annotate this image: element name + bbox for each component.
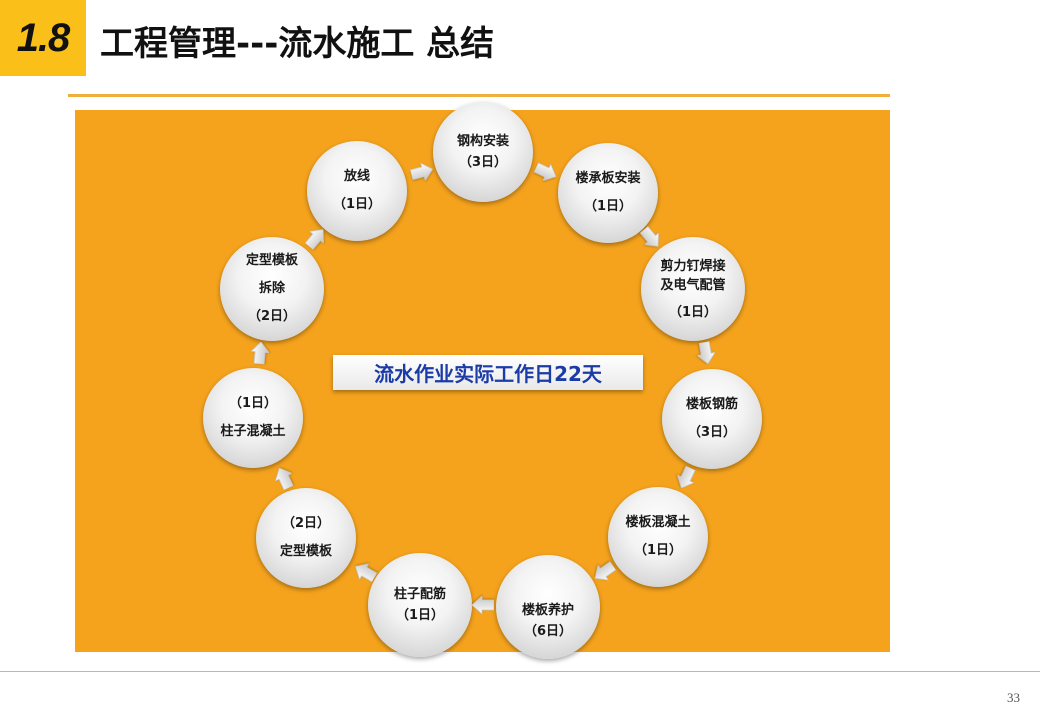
- step-column-concrete: （1日） 柱子混凝土: [203, 368, 303, 468]
- step-slab-concrete: 楼板混凝土 （1日）: [608, 487, 708, 587]
- arrow-right-icon: [590, 558, 618, 585]
- step-duration: （2日）: [281, 516, 331, 531]
- step-floor-deck-install: 楼承板安装 （1日）: [558, 143, 658, 243]
- step-duration: （1日）: [395, 608, 445, 623]
- arrow-right-icon: [695, 340, 717, 366]
- step-name: 钢构安装: [456, 134, 509, 149]
- arrow-right-icon: [351, 559, 379, 586]
- step-name: 定型模板: [245, 253, 298, 268]
- arrow-right-icon: [673, 464, 699, 492]
- step-name: 楼板混凝土: [625, 515, 691, 530]
- step-duration: （2日）: [247, 309, 297, 324]
- step-name: 放线: [343, 169, 370, 184]
- step-name: 定型模板: [279, 544, 332, 559]
- step-duration: （3日）: [687, 425, 737, 440]
- step-duration: （1日）: [228, 396, 278, 411]
- step-name: 及电气配管: [660, 277, 726, 293]
- step-shear-stud-welding: 剪力钉焊接 及电气配管 （1日）: [641, 237, 745, 341]
- slide-title: 工程管理---流水施工 总结: [100, 24, 495, 64]
- step-column-rebar: 柱子配筋 （1日）: [368, 553, 472, 657]
- step-name: 楼板养护: [521, 603, 574, 618]
- step-slab-curing: 楼板养护 （6日）: [496, 555, 600, 659]
- step-duration: （6日）: [523, 624, 573, 639]
- step-name: 剪力钉焊接: [660, 258, 726, 274]
- page-number: 33: [1007, 690, 1020, 705]
- step-layout-marking: 放线 （1日）: [307, 141, 407, 241]
- arrow-right-icon: [637, 224, 665, 252]
- footer-divider: [0, 671, 1040, 672]
- step-name: 楼承板安装: [575, 171, 641, 186]
- step-name: 楼板钢筋: [685, 397, 738, 412]
- step-formwork-removal: 定型模板 拆除 （2日）: [220, 237, 324, 341]
- step-name: 柱子混凝土: [220, 424, 286, 439]
- section-number: 1.8: [16, 15, 71, 60]
- step-duration: （1日）: [332, 197, 382, 212]
- step-name: 柱子配筋: [393, 587, 446, 602]
- arrow-right-icon: [250, 341, 270, 365]
- arrow-right-icon: [409, 160, 435, 183]
- arrow-right-icon: [302, 224, 330, 252]
- arrow-right-icon: [271, 464, 297, 492]
- step-duration: （3日）: [458, 155, 508, 170]
- step-duration: （1日）: [583, 199, 633, 214]
- step-duration: （1日）: [668, 304, 718, 320]
- step-name: 拆除: [258, 281, 285, 296]
- step-steel-structure-install: 钢构安装 （3日）: [433, 102, 533, 202]
- section-badge: 1.8: [0, 0, 86, 76]
- step-formwork-install: （2日） 定型模板: [256, 488, 356, 588]
- step-duration: （1日）: [633, 543, 683, 558]
- total-duration-label: 流水作业实际工作日22天: [333, 355, 643, 390]
- arrow-right-icon: [532, 159, 560, 185]
- step-slab-rebar: 楼板钢筋 （3日）: [662, 369, 762, 469]
- title-divider: [68, 94, 890, 97]
- arrow-right-icon: [472, 596, 494, 614]
